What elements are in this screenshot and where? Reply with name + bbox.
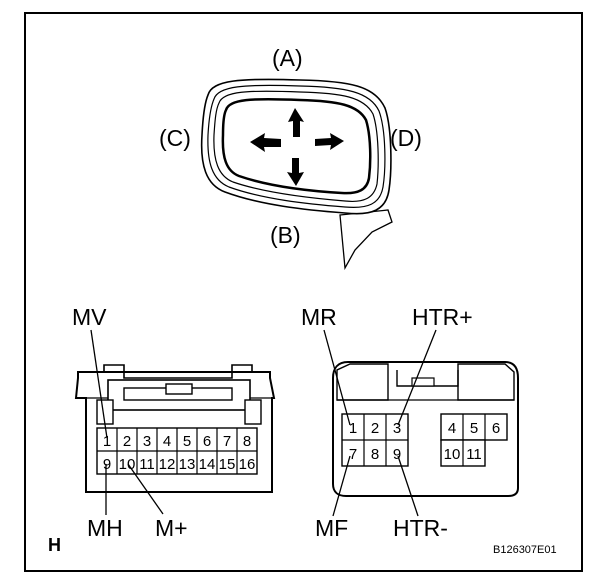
- left-pin-6: 6: [203, 433, 211, 450]
- mirror-label-a: (A): [272, 45, 303, 71]
- mirror-label-b: (B): [270, 222, 301, 248]
- right-pin-8: 8: [371, 446, 379, 463]
- right-pin-2: 2: [371, 420, 379, 437]
- mirror-illustration: [200, 78, 393, 271]
- left-pin-12: 12: [159, 456, 176, 473]
- diagram-border: [24, 12, 583, 572]
- view-code: H: [48, 535, 61, 555]
- right-pin-6: 6: [492, 420, 500, 437]
- left-pin-3: 3: [143, 433, 151, 450]
- left-pin-1: 1: [103, 433, 111, 450]
- mirror-label-c: (C): [159, 125, 191, 151]
- figure-id: B126307E01: [493, 544, 557, 556]
- right-pin-7: 7: [349, 446, 357, 463]
- left-pin-5: 5: [183, 433, 191, 450]
- right-pin-1: 1: [349, 420, 357, 437]
- label-mv: MV: [72, 304, 107, 330]
- right-pin-5: 5: [470, 420, 478, 437]
- left-pin-4: 4: [163, 433, 171, 450]
- left-pin-13: 13: [179, 456, 196, 473]
- label-mf: MF: [315, 515, 348, 541]
- arrow-down-icon: [287, 158, 304, 186]
- left-pin-14: 14: [199, 456, 216, 473]
- right-pin-4: 4: [448, 420, 456, 437]
- left-pin-7: 7: [223, 433, 231, 450]
- left-pin-16: 16: [239, 456, 256, 473]
- label-mh: MH: [87, 515, 123, 541]
- right-pin-9: 9: [393, 446, 401, 463]
- left-pin-8: 8: [243, 433, 251, 450]
- right-pin-10: 10: [444, 446, 461, 463]
- left-pin-15: 15: [219, 456, 236, 473]
- arrow-left-icon: [250, 133, 281, 152]
- left-pin-2: 2: [123, 433, 131, 450]
- label-htr-plus: HTR+: [412, 304, 473, 330]
- left-pin-11: 11: [139, 456, 155, 473]
- label-htr-minus: HTR-: [393, 515, 448, 541]
- right-pin-3: 3: [393, 420, 401, 437]
- mirror-label-d: (D): [390, 125, 422, 151]
- arrow-up-icon: [288, 108, 304, 137]
- arrow-right-icon: [315, 133, 344, 150]
- right-pin-11: 11: [466, 446, 482, 463]
- label-m-plus: M+: [155, 515, 188, 541]
- label-mr: MR: [301, 304, 337, 330]
- left-pin-9: 9: [103, 456, 111, 473]
